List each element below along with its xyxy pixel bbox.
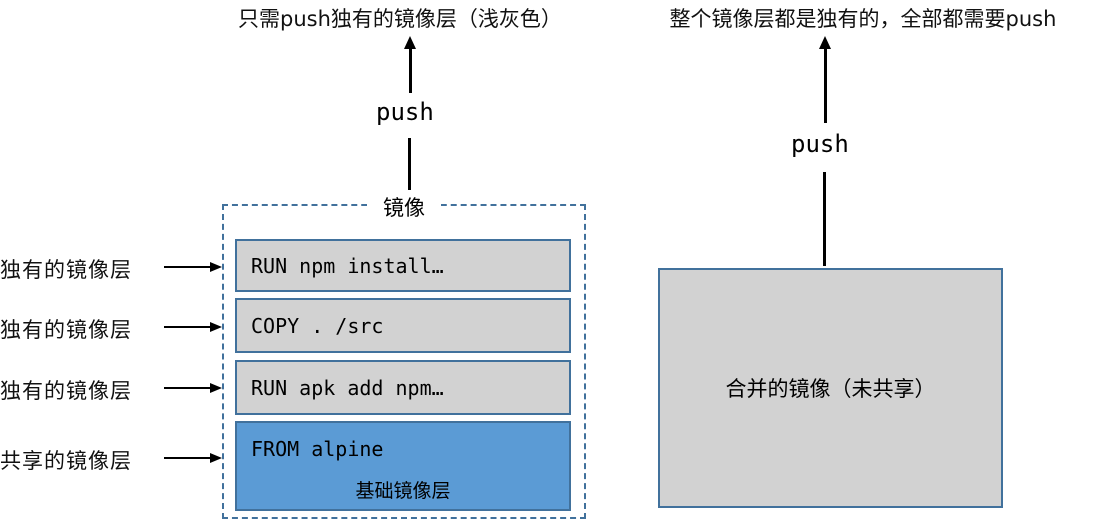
- merged-image-box: 合并的镜像（未共享）: [658, 268, 1003, 508]
- layer-command: RUN apk add npm…: [251, 375, 444, 400]
- arrow-shaft: [164, 457, 210, 459]
- base-layer-sublabel: 基础镜像层: [355, 480, 451, 502]
- side-label-arrow-3: [164, 383, 222, 393]
- arrow-head-icon: [210, 262, 222, 272]
- layer-run-apk-add: RUN apk add npm…: [235, 360, 571, 415]
- side-label-unique-1: 独有的镜像层: [0, 258, 132, 282]
- arrow-shaft: [164, 266, 210, 268]
- left-push-up-arrow-icon: [403, 36, 417, 93]
- arrow-head-icon: [210, 322, 222, 332]
- side-label-unique-2: 独有的镜像层: [0, 318, 132, 342]
- left-push-line: [408, 138, 411, 190]
- right-caption: 整个镜像层都是独有的，全部都需要push: [669, 7, 1057, 31]
- right-push-label: push: [791, 130, 849, 158]
- arrow-shaft: [164, 326, 210, 328]
- arrow-shaft: [823, 49, 827, 123]
- arrow-head-icon: [819, 36, 831, 49]
- right-push-up-arrow-icon: [818, 36, 832, 123]
- side-label-arrow-4: [164, 453, 222, 463]
- image-dashed-box: 镜像 RUN npm install… COPY . /src RUN apk …: [222, 192, 586, 519]
- layer-run-npm-install: RUN npm install…: [235, 239, 571, 292]
- right-push-line: [823, 172, 826, 266]
- left-push-label: push: [376, 98, 434, 126]
- arrow-head-icon: [404, 36, 416, 49]
- side-label-unique-3: 独有的镜像层: [0, 379, 132, 403]
- layer-command: RUN npm install…: [251, 253, 444, 278]
- arrow-head-icon: [210, 453, 222, 463]
- image-box-title: 镜像: [367, 192, 441, 222]
- side-label-arrow-1: [164, 262, 222, 272]
- side-label-arrow-2: [164, 322, 222, 332]
- layer-copy-src: COPY . /src: [235, 298, 571, 353]
- layer-command: COPY . /src: [251, 313, 384, 338]
- arrow-shaft: [164, 387, 210, 389]
- layer-command: FROM alpine: [251, 437, 384, 461]
- merged-image-label: 合并的镜像（未共享）: [725, 377, 936, 401]
- side-label-shared: 共享的镜像层: [0, 449, 132, 473]
- arrow-shaft: [408, 49, 412, 93]
- arrow-head-icon: [210, 383, 222, 393]
- left-caption: 只需push独有的镜像层（浅灰色）: [238, 7, 562, 31]
- layer-from-alpine: FROM alpine 基础镜像层: [235, 421, 571, 511]
